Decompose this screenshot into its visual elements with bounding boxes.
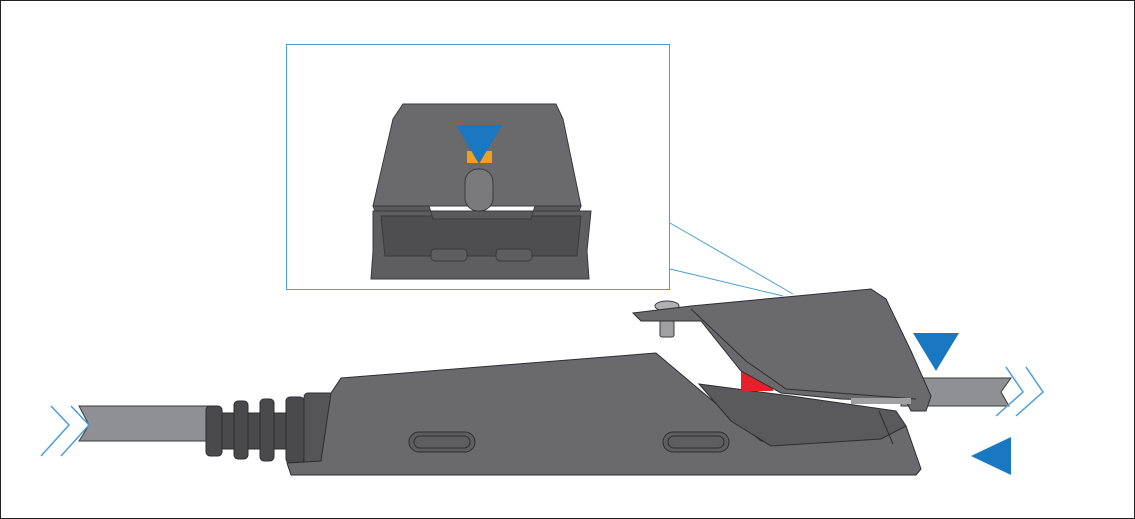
press-down-arrow (913, 289, 959, 371)
left-cable (40, 405, 212, 457)
pedal-lever (631, 288, 932, 412)
release-return-arrow (971, 393, 1089, 475)
switch-body (286, 352, 922, 476)
cable-connector (205, 392, 335, 466)
switch-front-view (370, 83, 592, 280)
detail-callout (286, 44, 794, 297)
